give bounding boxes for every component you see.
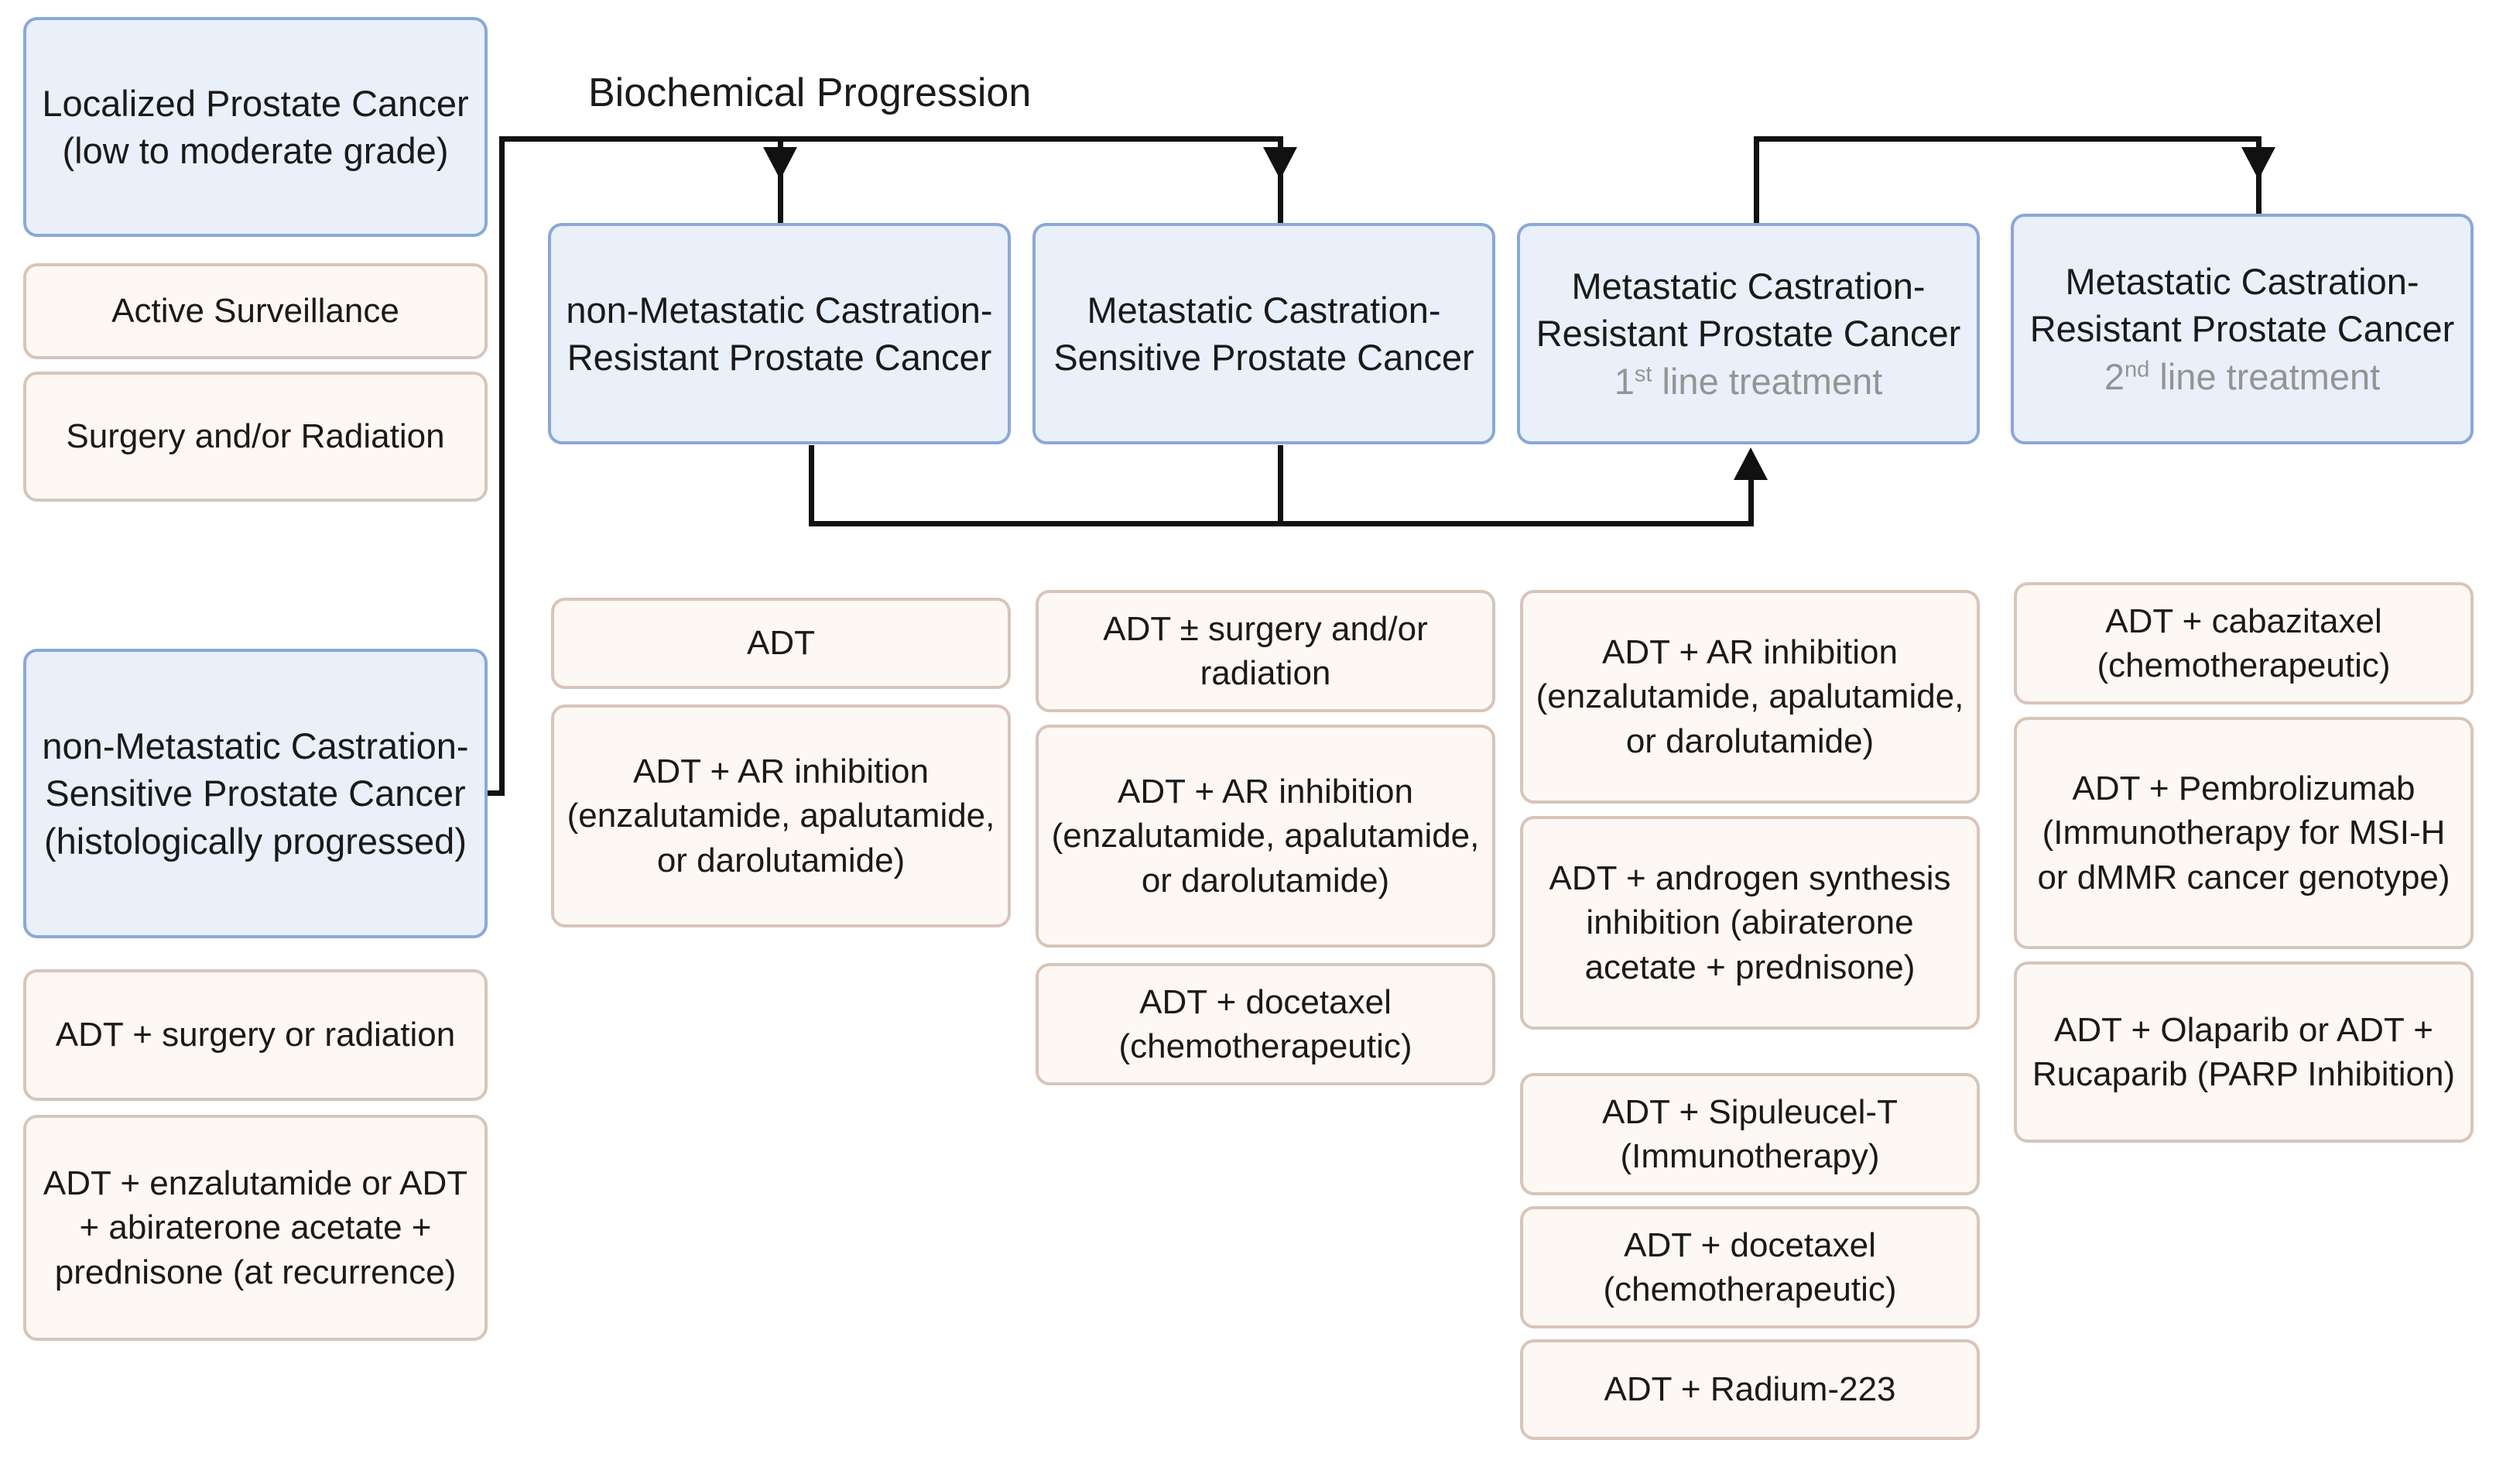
- connector-lower-horizontal: [809, 521, 1754, 526]
- treatment-label: ADT + Radium-223: [1604, 1370, 1896, 1409]
- treatment-box-col2-1[interactable]: ADT + AR inhibition (enzalutamide, apalu…: [1036, 725, 1495, 948]
- treatment-label: ADT + surgery or radiation: [55, 1016, 456, 1054]
- treatment-box-col4-1[interactable]: ADT + Pembrolizumab (Immunotherapy for M…: [2014, 717, 2474, 949]
- connector-col4-vertical: [2256, 136, 2261, 229]
- treatment-label: ADT + cabazitaxel (chemotherapeutic): [2097, 602, 2391, 684]
- arrow-down-col2: [1263, 147, 1297, 180]
- treatment-label: ADT ± surgery and/or radiation: [1103, 609, 1428, 692]
- treatment-box-col3-1[interactable]: ADT + androgen synthesis inhibition (abi…: [1520, 816, 1980, 1030]
- stage-subtitle-ordinal: nd: [2124, 356, 2150, 382]
- stage-subtitle: 1st line treatment: [1532, 358, 1964, 405]
- treatment-box-col2-2[interactable]: ADT + docetaxel (chemotherapeutic): [1036, 963, 1495, 1085]
- treatment-box-col1-1[interactable]: ADT + AR inhibition (enzalutamide, apalu…: [551, 704, 1011, 927]
- stage-box-col2[interactable]: Metastatic Castration-Sensitive Prostate…: [1032, 223, 1495, 444]
- connector-stage2-stub: [480, 790, 505, 796]
- stage-label: Localized Prostate Cancer (low to modera…: [42, 82, 469, 171]
- connector-col2-vertical: [1278, 136, 1283, 229]
- stage-subtitle-number: 1: [1614, 360, 1635, 402]
- connector-left-vertical-drop: [499, 136, 505, 796]
- treatment-label: ADT + Pembrolizumab (Immunotherapy for M…: [2037, 770, 2450, 896]
- stage-subtitle-rest: line treatment: [1652, 360, 1883, 402]
- treatment-box-col3-3[interactable]: ADT + docetaxel (chemotherapeutic): [1520, 1206, 1980, 1328]
- arrow-up-col3: [1734, 447, 1768, 480]
- treatment-box-col3-4[interactable]: ADT + Radium-223: [1520, 1339, 1980, 1440]
- connector-col2-down-vertical: [1278, 445, 1283, 526]
- stage-subtitle: 2nd line treatment: [2026, 353, 2458, 400]
- connector-top-horizontal-left: [499, 136, 1283, 142]
- treatment-box-col1-0[interactable]: ADT: [551, 598, 1011, 689]
- connector-top-horizontal-right: [1754, 136, 2261, 142]
- stage-label: Metastatic Castration-Resistant Prostate…: [2029, 261, 2455, 350]
- stage-box-col1[interactable]: non-Metastatic Castration-Resistant Pros…: [548, 223, 1011, 444]
- treatment-label: ADT + Sipuleucel-T (Immunotherapy): [1602, 1092, 1898, 1175]
- stage-label: non-Metastatic Castration-Sensitive Pros…: [42, 725, 469, 862]
- treatment-label: Active Surveillance: [111, 292, 399, 331]
- connector-col1-vertical: [778, 136, 783, 229]
- stage-subtitle-rest: line treatment: [2149, 355, 2381, 397]
- flow-label-biochemical-progression: Biochemical Progression: [588, 70, 1032, 115]
- stage-box-col3[interactable]: Metastatic Castration-Resistant Prostate…: [1517, 223, 1980, 444]
- stage-subtitle-ordinal: st: [1634, 361, 1652, 386]
- stage-subtitle-number: 2: [2104, 355, 2125, 397]
- treatment-label: Surgery and/or Radiation: [66, 417, 445, 456]
- treatment-label: ADT + Olaparib or ADT + Rucaparib (PARP …: [2032, 1010, 2456, 1093]
- treatment-box-col4-2[interactable]: ADT + Olaparib or ADT + Rucaparib (PARP …: [2014, 962, 2474, 1143]
- stage-box-nonmetastatic-castration-sensitive[interactable]: non-Metastatic Castration-Sensitive Pros…: [23, 649, 488, 938]
- connector-col1-down-vertical: [809, 445, 814, 526]
- stage-box-localized-prostate-cancer[interactable]: Localized Prostate Cancer (low to modera…: [23, 17, 488, 237]
- treatment-label: ADT + docetaxel (chemotherapeutic): [1603, 1225, 1897, 1308]
- connector-col3-up-vertical: [1754, 136, 1759, 229]
- treatment-label: ADT + AR inhibition (enzalutamide, apalu…: [1536, 633, 1964, 760]
- treatment-label: ADT + enzalutamide or ADT + abiraterone …: [43, 1164, 468, 1291]
- treatment-box-col3-0[interactable]: ADT + AR inhibition (enzalutamide, apalu…: [1520, 590, 1980, 804]
- treatment-label: ADT + AR inhibition (enzalutamide, apalu…: [1051, 773, 1480, 900]
- stage-label: non-Metastatic Castration-Resistant Pros…: [566, 289, 993, 378]
- treatment-label: ADT + AR inhibition (enzalutamide, apalu…: [567, 752, 995, 879]
- treatment-box-adt-enzalutamide-abiraterone[interactable]: ADT + enzalutamide or ADT + abiraterone …: [23, 1115, 488, 1341]
- stage-label: Metastatic Castration-Resistant Prostate…: [1536, 266, 1961, 355]
- treatment-box-adt-surgery-or-radiation[interactable]: ADT + surgery or radiation: [23, 969, 488, 1101]
- arrow-down-col1: [763, 147, 797, 180]
- arrow-down-col4: [2241, 147, 2275, 180]
- treatment-box-col3-2[interactable]: ADT + Sipuleucel-T (Immunotherapy): [1520, 1073, 1980, 1195]
- stage-box-col4[interactable]: Metastatic Castration-Resistant Prostate…: [2011, 214, 2474, 444]
- treatment-label: ADT + androgen synthesis inhibition (abi…: [1549, 859, 1951, 986]
- treatment-box-col2-0[interactable]: ADT ± surgery and/or radiation: [1036, 590, 1495, 712]
- connector-col3-merge-vertical: [1748, 457, 1754, 526]
- treatment-box-surgery-radiation[interactable]: Surgery and/or Radiation: [23, 372, 488, 502]
- treatment-label: ADT + docetaxel (chemotherapeutic): [1118, 982, 1412, 1065]
- treatment-box-active-surveillance[interactable]: Active Surveillance: [23, 263, 488, 359]
- stage-label: Metastatic Castration-Sensitive Prostate…: [1053, 289, 1474, 378]
- treatment-label: ADT: [747, 624, 815, 663]
- treatment-box-col4-0[interactable]: ADT + cabazitaxel (chemotherapeutic): [2014, 582, 2474, 704]
